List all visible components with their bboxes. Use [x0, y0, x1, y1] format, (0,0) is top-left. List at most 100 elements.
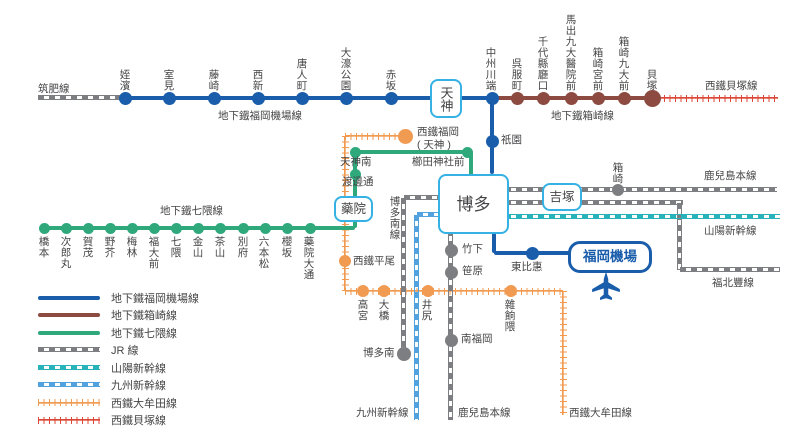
line-kyushu-shinkansen-a [417, 211, 438, 217]
line-hakataminami-a [404, 194, 438, 200]
station-dot-takamiya [357, 285, 369, 297]
label-st-kanayama: 金山 [191, 236, 204, 258]
label-st-noke: 野芥 [103, 236, 116, 258]
label-st-ohashi: 大橋 [377, 299, 390, 321]
label-st-hakozaki-jr: 箱崎 [611, 162, 624, 184]
station-box-label: 藥院 [340, 201, 366, 216]
label-chikuhi-line: 筑肥線 [38, 83, 70, 95]
station-box-hakata: 博多 [438, 174, 509, 234]
legend-line-sample [38, 313, 100, 318]
station-dot-ropponmatsu [259, 222, 271, 234]
label-hakataminami-line: 博多南線 [388, 196, 401, 240]
label-st-kamo: 賀茂 [81, 236, 94, 258]
label-airport-line: 地下鐵福岡機場線 [218, 110, 302, 122]
label-st-hakataminami: 博多南 [363, 347, 395, 359]
station-dot-meinohama [118, 91, 132, 105]
line-fukuhoku-b [676, 203, 682, 270]
label-st-nishitetsufukuoka2: ( 天神 ) [417, 139, 451, 151]
line-kagoshima-south [447, 230, 453, 420]
label-kaizuka-line: 西鐵貝塚線 [705, 80, 758, 92]
station-dot-watanabedori [349, 168, 361, 180]
legend-swatch [38, 329, 100, 337]
legend-line-sample [38, 416, 100, 424]
line-sanyo-shinkansen [505, 213, 780, 219]
label-st-tenjinminami: 天神南 [340, 156, 372, 168]
legend-item: 地下鐵福岡機場線 [38, 289, 199, 307]
label-st-akasaka: 赤坂 [384, 69, 397, 91]
label-st-yakuinodori: 藥院大通 [302, 236, 315, 280]
legend-swatch [38, 346, 100, 354]
label-st-nishitetsufukuoka1: 西鐵福岡 [417, 126, 459, 138]
station-dot-kanayama [192, 222, 204, 234]
station-box-label: 福岡機場 [583, 249, 637, 265]
label-st-chayama: 茶山 [213, 236, 226, 258]
station-dot-chiyokenchoguchi [536, 91, 550, 105]
line-omuta-top [345, 132, 405, 140]
line-chikuhi [38, 94, 126, 100]
label-st-watanabedori: 渡邊通 [342, 176, 374, 188]
station-dot-hakataminami [397, 347, 411, 361]
station-dot-ohorikoen [339, 91, 353, 105]
label-st-sakurazaka: 櫻坂 [280, 236, 293, 258]
label-sanyo-shinkansen: 山陽新幹線 [704, 225, 757, 237]
line-airport-down2 [492, 230, 496, 253]
station-dot-nishijin [251, 91, 265, 105]
label-st-gofukumachi: 呉服町 [510, 58, 523, 91]
station-dot-nanakuma [170, 222, 182, 234]
station-dot-higashihie [525, 246, 539, 260]
legend-line-sample [38, 399, 100, 407]
station-dot-hakozakimiyamae [591, 91, 605, 105]
station-dot-jiromaru [60, 222, 72, 234]
station-dot-befu [237, 222, 249, 234]
legend-swatch [38, 399, 100, 407]
airplane-icon [590, 270, 622, 302]
station-dot-gofukumachi [510, 91, 524, 105]
line-nanakuma-hakata [469, 152, 473, 176]
label-st-chiyokenchoguchi: 千代縣廳口 [536, 36, 549, 91]
line-fukuhoku-a [505, 199, 683, 205]
station-dot-hashimoto [38, 222, 50, 234]
label-kagoshima-line-south: 鹿兒島本線 [458, 407, 511, 419]
line-airport-main [125, 96, 492, 100]
label-nanakuma-line: 地下鐵七隈線 [160, 205, 223, 217]
line-kagoshima-east [505, 186, 777, 192]
station-box-tenjin: 天神 [430, 79, 462, 118]
station-dot-kamo [82, 222, 94, 234]
label-st-maidashi: 馬出九大醫院前 [564, 14, 577, 91]
line-kaizuka [653, 94, 778, 102]
station-dot-umebayashi [126, 222, 138, 234]
legend-item: 九州新幹線 [38, 377, 199, 395]
label-st-nakasukawabata: 中州川端 [484, 47, 497, 91]
station-dot-tojinmachi [295, 91, 309, 105]
station-dot-gion [485, 134, 499, 148]
label-st-nanakuma: 七隈 [169, 236, 182, 258]
label-st-gion: 祇園 [501, 134, 522, 146]
label-st-fujisaki: 藤崎 [207, 69, 220, 91]
station-dot-nishitetsufukuoka [397, 128, 413, 144]
label-st-takamiya: 高宮 [356, 299, 369, 321]
legend-item: 西鐵貝塚線 [38, 412, 199, 430]
label-st-jiromaru: 次郎丸 [59, 236, 72, 269]
label-st-ijiri: 井尻 [420, 299, 433, 321]
legend-item: 西鐵大牟田線 [38, 394, 199, 412]
station-dot-akasaka [384, 91, 398, 105]
legend-line-sample [38, 330, 100, 335]
label-omuta-line: 西鐵大牟田線 [569, 407, 632, 419]
label-st-tojinmachi: 唐人町 [295, 58, 308, 91]
legend-label: 山陽新幹線 [111, 362, 166, 375]
label-st-kushidajinjamae: 櫛田神社前 [412, 156, 465, 168]
label-st-hashimoto: 橋本 [37, 236, 50, 258]
station-dot-hakozaki-jr [612, 184, 624, 196]
legend-label: 地下鐵箱崎線 [111, 310, 177, 323]
label-st-takeshita: 竹下 [462, 243, 483, 255]
label-st-minamifukuoka: 南福岡 [461, 333, 493, 345]
legend-swatch [38, 294, 100, 302]
legend-item: JR 線 [38, 342, 199, 360]
label-st-befu: 別府 [236, 236, 249, 258]
line-hakataminami-b [400, 198, 406, 354]
legend-label: JR 線 [111, 345, 139, 358]
station-dot-hakozakikyudaimae [617, 91, 631, 105]
legend-line-sample [38, 295, 100, 300]
label-kyushu-shinkansen: 九州新幹線 [356, 407, 409, 419]
